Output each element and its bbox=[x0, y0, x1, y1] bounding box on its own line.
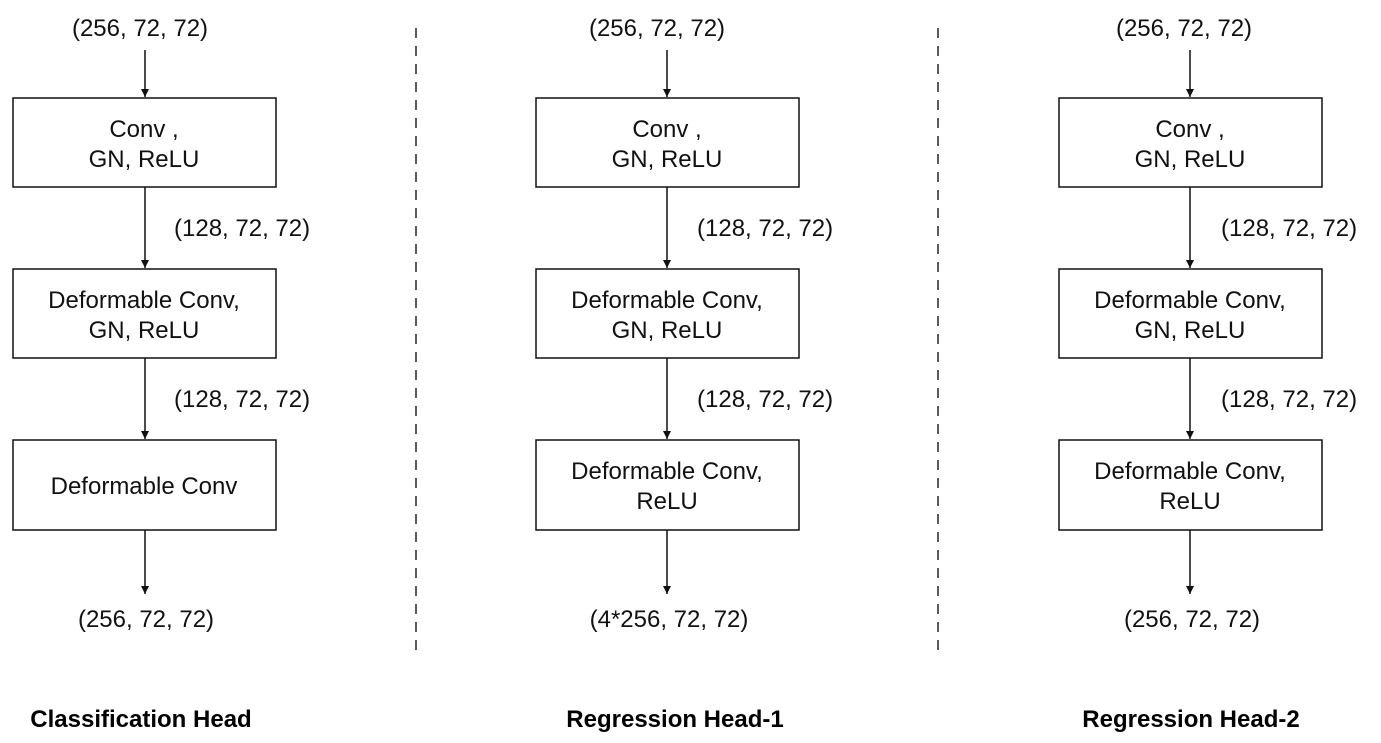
deformable-conv-relu-block: Deformable Conv, ReLU bbox=[535, 439, 800, 531]
block-label-line: Conv , bbox=[1155, 116, 1224, 143]
block-label-line: Deformable Conv, bbox=[48, 287, 240, 314]
block-label-line: GN, ReLU bbox=[1135, 317, 1246, 344]
deformable-conv-relu-block: Deformable Conv, ReLU bbox=[1058, 439, 1323, 531]
deformable-conv-gn-relu-block: Deformable Conv, GN, ReLU bbox=[12, 268, 277, 359]
input-shape-label: (256, 72, 72) bbox=[1116, 15, 1252, 42]
conv-gn-relu-block: Conv , GN, ReLU bbox=[12, 97, 277, 188]
intermediate-shape-label: (128, 72, 72) bbox=[1221, 386, 1357, 413]
intermediate-shape-label: (128, 72, 72) bbox=[1221, 215, 1357, 242]
head-title: Classification Head bbox=[30, 706, 251, 733]
head-column-regression-1: (256, 72, 72) Conv , GN, ReLU (128, 72, … bbox=[535, 15, 833, 733]
intermediate-shape-label: (128, 72, 72) bbox=[174, 386, 310, 413]
head-column-classification: (256, 72, 72) Conv , GN, ReLU (128, 72, … bbox=[12, 15, 310, 733]
block-label-line: GN, ReLU bbox=[89, 317, 200, 344]
block-label-line: Conv , bbox=[109, 116, 178, 143]
output-shape-label: (4*256, 72, 72) bbox=[590, 606, 749, 633]
deformable-conv-gn-relu-block: Deformable Conv, GN, ReLU bbox=[1058, 268, 1323, 359]
input-shape-label: (256, 72, 72) bbox=[72, 15, 208, 42]
intermediate-shape-label: (128, 72, 72) bbox=[697, 386, 833, 413]
block-label-line: Deformable Conv, bbox=[1094, 458, 1286, 485]
input-shape-label: (256, 72, 72) bbox=[589, 15, 725, 42]
conv-gn-relu-block: Conv , GN, ReLU bbox=[1058, 97, 1323, 188]
head-column-regression-2: (256, 72, 72) Conv , GN, ReLU (128, 72, … bbox=[1058, 15, 1357, 733]
output-shape-label: (256, 72, 72) bbox=[78, 606, 214, 633]
block-label-line: GN, ReLU bbox=[612, 317, 723, 344]
conv-gn-relu-block: Conv , GN, ReLU bbox=[535, 97, 800, 188]
block-label-line: GN, ReLU bbox=[1135, 146, 1246, 173]
block-label-line: ReLU bbox=[1159, 488, 1220, 515]
deformable-conv-gn-relu-block: Deformable Conv, GN, ReLU bbox=[535, 268, 800, 359]
block-label-line: GN, ReLU bbox=[612, 146, 723, 173]
block-label-line: Conv , bbox=[632, 116, 701, 143]
output-shape-label: (256, 72, 72) bbox=[1124, 606, 1260, 633]
block-label-line: ReLU bbox=[636, 488, 697, 515]
intermediate-shape-label: (128, 72, 72) bbox=[174, 215, 310, 242]
head-title: Regression Head-1 bbox=[566, 706, 783, 733]
block-label-line: GN, ReLU bbox=[89, 146, 200, 173]
block-label-line: Deformable Conv bbox=[51, 473, 238, 500]
head-title: Regression Head-2 bbox=[1082, 706, 1299, 733]
intermediate-shape-label: (128, 72, 72) bbox=[697, 215, 833, 242]
block-label-line: Deformable Conv, bbox=[571, 287, 763, 314]
deformable-conv-block: Deformable Conv bbox=[12, 439, 277, 531]
block-label-line: Deformable Conv, bbox=[1094, 287, 1286, 314]
block-label-line: Deformable Conv, bbox=[571, 458, 763, 485]
